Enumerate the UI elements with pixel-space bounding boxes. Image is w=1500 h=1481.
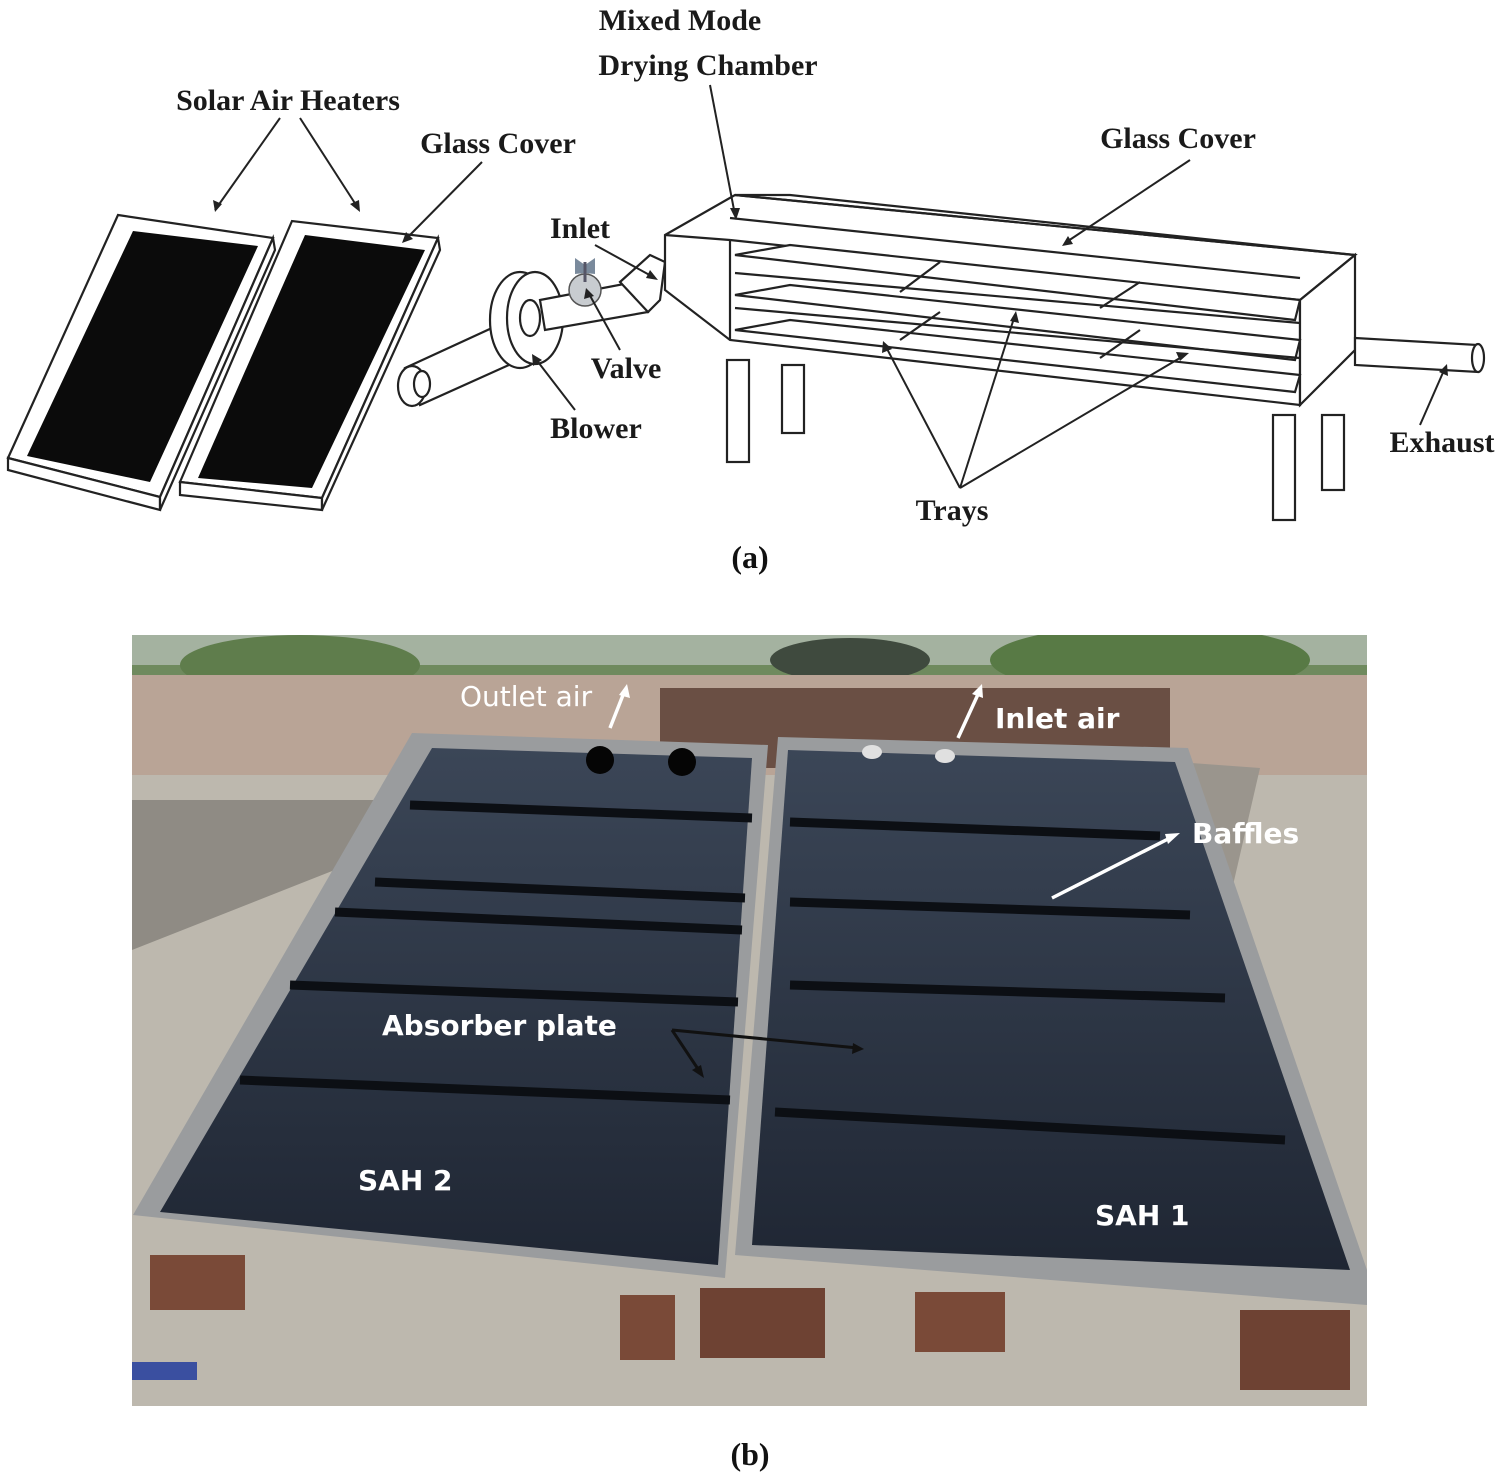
- schematic-panel-a: Solar Air Heaters Glass Cover Mixed Mode…: [6, 4, 1495, 575]
- photo-panel-b: Outlet air Inlet air Baffles Absorber pl…: [132, 635, 1367, 1472]
- label-blower: Blower: [550, 412, 642, 445]
- label-exhaust: Exhaust: [1389, 426, 1494, 459]
- caption-b: (b): [730, 1436, 769, 1472]
- label-absorber-plate: Absorber plate: [382, 1009, 617, 1042]
- label-glass-cover-right: Glass Cover: [1100, 122, 1256, 155]
- label-drying-chamber: Drying Chamber: [598, 49, 817, 82]
- label-sah-1: SAH 1: [1095, 1199, 1190, 1232]
- photo-leader-lines: [608, 684, 1180, 1078]
- label-solar-air-heaters: Solar Air Heaters: [176, 84, 400, 117]
- label-sah-2: SAH 2: [358, 1164, 453, 1197]
- label-baffles: Baffles: [1192, 817, 1299, 850]
- label-valve: Valve: [591, 352, 662, 385]
- label-glass-cover-left: Glass Cover: [420, 127, 576, 160]
- solar-air-heater-1: [6, 213, 277, 512]
- label-outlet-air: Outlet air: [460, 680, 593, 713]
- schematic-leader-lines: [213, 84, 1448, 489]
- connecting-duct: [396, 320, 522, 408]
- solar-air-heater-2: [178, 219, 442, 512]
- blower: [488, 270, 565, 370]
- label-trays: Trays: [916, 494, 989, 527]
- label-inlet: Inlet: [550, 212, 610, 245]
- valve-pipe: [538, 253, 667, 332]
- label-mixed-mode: Mixed Mode: [599, 4, 761, 37]
- drying-chamber: [663, 193, 1486, 522]
- caption-a: (a): [731, 539, 768, 575]
- label-inlet-air: Inlet air: [995, 702, 1120, 735]
